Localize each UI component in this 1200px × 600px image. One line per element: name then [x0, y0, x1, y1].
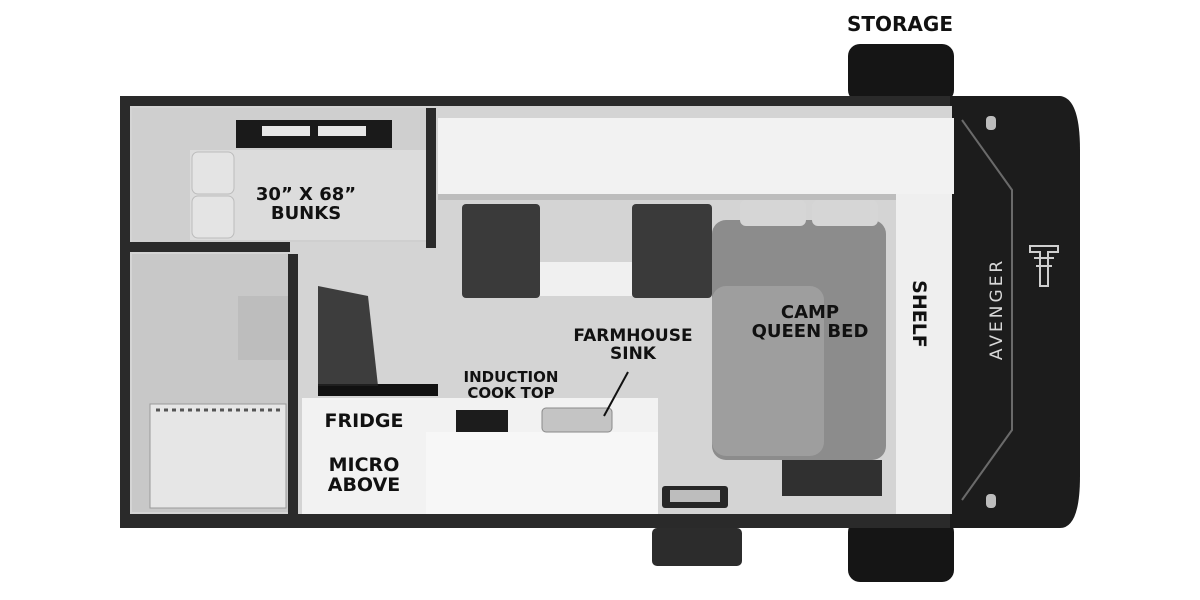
seat-left [462, 204, 540, 298]
shelf-label: SHELF [907, 280, 930, 348]
storage-hatch-top [848, 44, 954, 102]
sink-label-line2: SINK [610, 343, 656, 364]
cooktop-surface [456, 410, 508, 432]
sink-label: FARMHOUSE SINK [552, 326, 714, 364]
micro-label: MICRO ABOVE [306, 454, 422, 496]
seat-right [632, 204, 712, 298]
cooktop-label-line2: COOK TOP [467, 383, 555, 402]
storage-label: STORAGE [846, 12, 953, 36]
bed-label-line2: QUEEN BED [751, 320, 869, 342]
front-cap [950, 96, 1080, 528]
sink-basin [541, 407, 613, 433]
bunks-size: 30” X 68” [255, 184, 357, 205]
fridge-label: FRIDGE [324, 410, 404, 432]
bunk-window [236, 120, 392, 148]
micro-label-line1: MICRO [328, 454, 400, 476]
bed-label: CAMP QUEEN BED [730, 302, 890, 342]
overhead-cabinet [438, 118, 954, 194]
bed-label-line1: CAMP [780, 302, 840, 323]
bunks-name: BUNKS [270, 202, 342, 224]
micro-label-line2: ABOVE [327, 473, 401, 496]
bunks-label: 30” X 68” BUNKS [236, 184, 376, 224]
tree-logo-icon [1024, 236, 1064, 296]
cooktop-label: INDUCTION COOK TOP [446, 368, 576, 402]
wheel-well-bottom [848, 520, 954, 582]
entry-step [652, 528, 742, 566]
sink-label-line1: FARMHOUSE [573, 326, 693, 346]
cooktop-label-line1: INDUCTION [463, 368, 559, 386]
brand-name: AVENGER [987, 257, 1008, 361]
